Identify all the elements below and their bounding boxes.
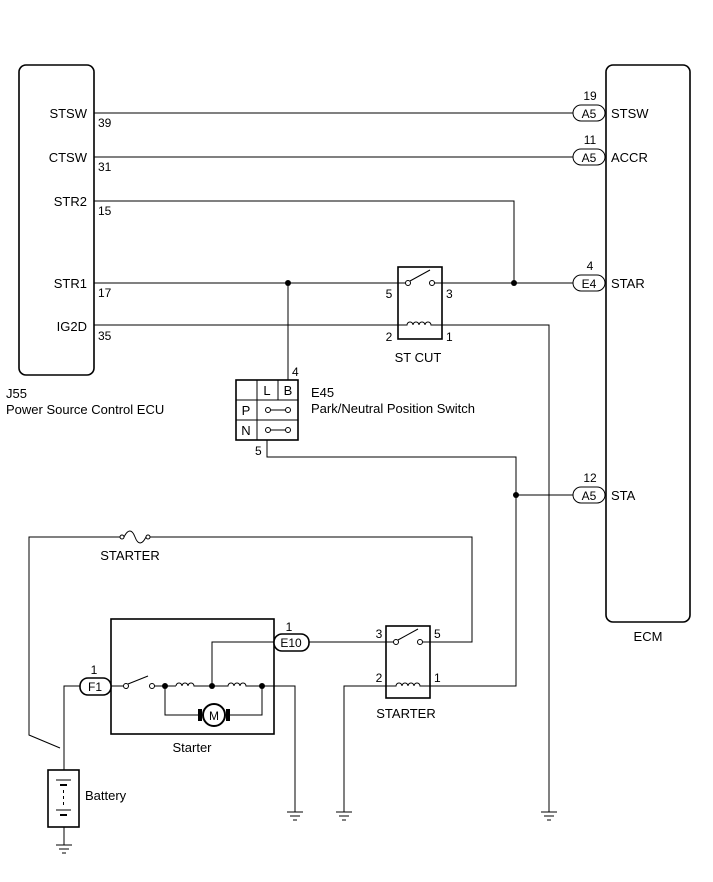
st-cut-name: ST CUT [395, 350, 442, 365]
ground-icon [56, 844, 72, 854]
starter-switch-contact-left [123, 683, 129, 689]
starter-relay-name: STARTER [376, 706, 435, 721]
wire-fuse-to-starter-relay [150, 536, 473, 643]
ecu-j55-name: Power Source Control ECU [6, 402, 164, 417]
ground-icon [336, 811, 352, 821]
starter-relay-pin-1: 1 [434, 671, 441, 685]
starter-relay-switch-arm [397, 628, 419, 641]
starter-relay-pin-3: 3 [376, 627, 383, 641]
pnp-pin-5: 5 [255, 444, 262, 458]
ecu-j55-pin-15: 15 [98, 204, 112, 218]
st-cut-switch-arm [409, 269, 431, 282]
st-cut-pin-1: 1 [446, 330, 453, 344]
ecm-box [605, 64, 691, 623]
ground-icon [541, 811, 557, 821]
wire-f1-to-battery [63, 685, 80, 770]
pnp-name: Park/Neutral Position Switch [311, 401, 475, 416]
starter-e10-pin: 1 [286, 620, 293, 634]
ecm-pin-11: 11 [584, 133, 597, 147]
starter-motor [202, 703, 226, 727]
starter-name: Starter [172, 740, 212, 755]
starter-switch-arm [127, 675, 149, 685]
wire-starter-ground [274, 685, 296, 812]
st-cut-coil [398, 321, 442, 326]
starter-box [110, 618, 275, 735]
starter-f1-pin: 1 [91, 663, 98, 677]
connector-f1-label: F1 [88, 680, 102, 694]
connector-a5-sta-label: A5 [582, 489, 597, 503]
battery-name: Battery [85, 788, 127, 803]
ecm-terminal-sta: STA [611, 488, 636, 503]
ecu-j55-code: J55 [6, 386, 27, 401]
pnp-col-l: L [263, 383, 270, 398]
ecm-terminal-star: STAR [611, 276, 645, 291]
wire-stcut-ground [442, 324, 550, 812]
pnp-switch-box [235, 379, 299, 441]
ecm-terminal-stsw: STSW [611, 106, 649, 121]
fuse-terminal-right [145, 534, 151, 540]
connector-e4-star-label: E4 [582, 277, 597, 291]
ecm-pin-4: 4 [587, 259, 594, 273]
pnp-row-p: P [242, 403, 251, 418]
junction-star [511, 280, 517, 286]
wire-battery-to-fuse [28, 536, 120, 749]
starter-fuse-name: STARTER [100, 548, 159, 563]
pnp-code: E45 [311, 385, 334, 400]
connector-a5-accr-label: A5 [582, 151, 597, 165]
ecu-j55-pin-35: 35 [98, 329, 112, 343]
ecu-j55-pin-39: 39 [98, 116, 112, 130]
ecu-j55-terminal-str2: STR2 [54, 194, 87, 209]
ecm-name: ECM [634, 629, 663, 644]
connector-e10-label: E10 [280, 636, 302, 650]
starter-relay-coil [386, 682, 430, 687]
fuse-terminal-left [119, 534, 125, 540]
ecu-j55-pin-31: 31 [98, 160, 112, 174]
ground-icon [287, 811, 303, 821]
starter-motor-brush-right [226, 709, 230, 721]
connector-a5-stsw-label: A5 [582, 107, 597, 121]
starter-relay-box [385, 625, 431, 699]
wire-str2 [94, 200, 515, 283]
ecu-j55-terminal-ig2d: IG2D [57, 319, 87, 334]
st-cut-pin-5: 5 [386, 287, 393, 301]
starter-fuse-symbol [123, 530, 147, 544]
ecu-j55-terminal-stsw: STSW [49, 106, 87, 121]
ecu-j55-pin-17: 17 [98, 286, 112, 300]
starter-pull-in-coil [175, 682, 212, 687]
wire-pnp-to-sta [266, 440, 517, 495]
ecm-terminal-accr: ACCR [611, 150, 648, 165]
st-cut-pin-3: 3 [446, 287, 453, 301]
starter-motor-label: M [209, 709, 219, 723]
starter-motor-brush-left [198, 709, 202, 721]
ecu-j55-terminal-str1: STR1 [54, 276, 87, 291]
wire-starter-relay-ground [343, 685, 386, 812]
pnp-row-n: N [241, 423, 250, 438]
ecm-pin-19: 19 [583, 89, 597, 103]
st-cut-relay-box [397, 266, 443, 340]
pnp-col-b: B [284, 383, 293, 398]
pnp-pin-4: 4 [292, 365, 299, 379]
st-cut-pin-2: 2 [386, 330, 393, 344]
ecu-j55-box [18, 64, 95, 376]
ecu-j55-terminal-ctsw: CTSW [49, 150, 88, 165]
starter-hold-in-coil [212, 682, 262, 687]
starter-relay-pin-2: 2 [376, 671, 383, 685]
starter-relay-pin-5: 5 [434, 627, 441, 641]
ecm-pin-12: 12 [583, 471, 597, 485]
wire-sta-to-starter-relay [430, 495, 517, 687]
